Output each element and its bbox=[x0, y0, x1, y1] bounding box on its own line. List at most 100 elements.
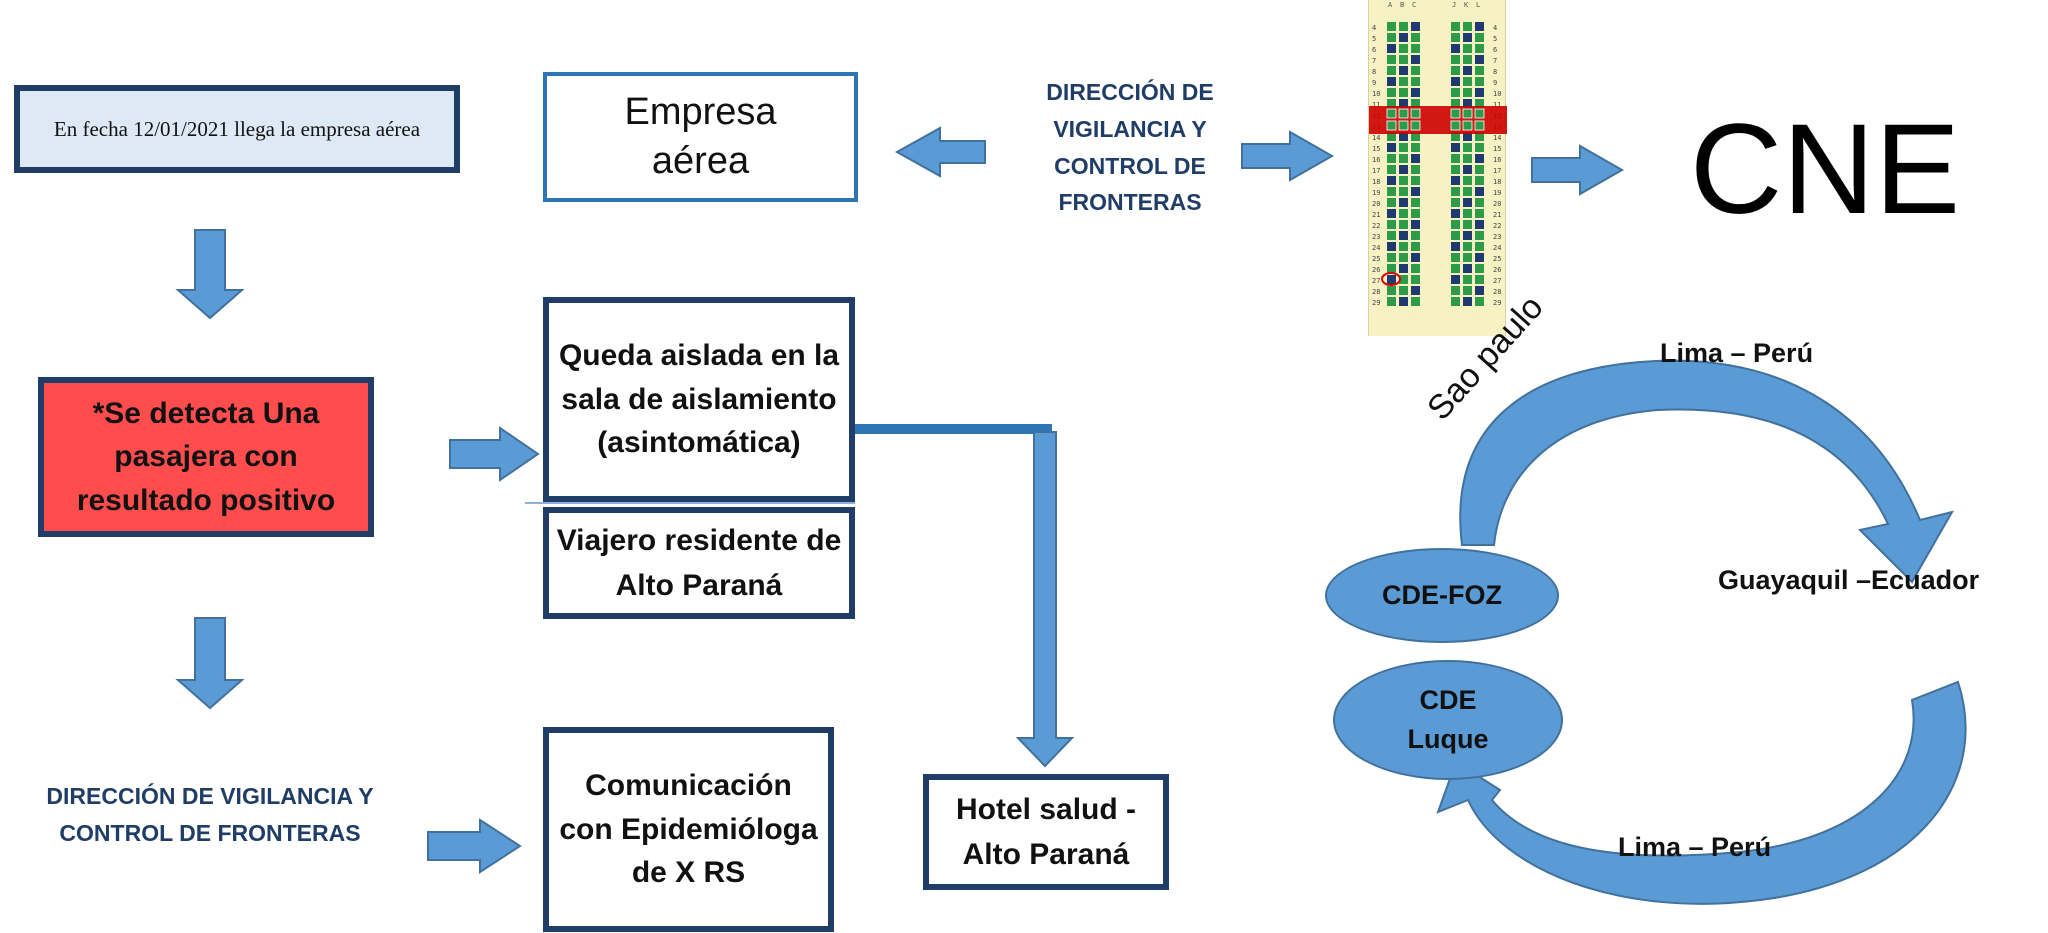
seat-row-number: 4 bbox=[1493, 24, 1497, 32]
seat bbox=[1398, 108, 1409, 119]
seat bbox=[1451, 99, 1460, 108]
seat-row-number: 18 bbox=[1493, 178, 1501, 186]
cde-luque-oval: CDE Luque bbox=[1333, 660, 1563, 780]
empresa-box: Empresa aérea bbox=[543, 72, 858, 202]
seat bbox=[1475, 231, 1484, 240]
seat bbox=[1451, 22, 1460, 31]
seat bbox=[1399, 77, 1408, 86]
seat bbox=[1411, 264, 1420, 273]
seat bbox=[1398, 120, 1409, 131]
seat bbox=[1411, 77, 1420, 86]
seat-row-number: 15 bbox=[1372, 145, 1380, 153]
seat bbox=[1399, 286, 1408, 295]
seat bbox=[1387, 22, 1396, 31]
seat bbox=[1399, 44, 1408, 53]
seat bbox=[1475, 77, 1484, 86]
seat bbox=[1411, 88, 1420, 97]
seat-row-number: 10 bbox=[1372, 90, 1380, 98]
seat-row-number: 16 bbox=[1372, 156, 1380, 164]
seat bbox=[1451, 275, 1460, 284]
intro-box: En fecha 12/01/2021 llega la empresa aér… bbox=[14, 85, 460, 173]
seat bbox=[1399, 66, 1408, 75]
seat bbox=[1387, 44, 1396, 53]
seat bbox=[1463, 132, 1472, 141]
seat bbox=[1475, 132, 1484, 141]
seat-row-number: 27 bbox=[1493, 277, 1501, 285]
seat bbox=[1387, 33, 1396, 42]
seat bbox=[1450, 120, 1461, 131]
seat-row-number: 6 bbox=[1372, 46, 1376, 54]
seat bbox=[1463, 264, 1472, 273]
seat bbox=[1387, 132, 1396, 141]
seat-row-number: 25 bbox=[1372, 255, 1380, 263]
seat bbox=[1411, 165, 1420, 174]
arrow-right-to-seatmap-icon bbox=[1241, 130, 1335, 182]
seat bbox=[1399, 242, 1408, 251]
seat bbox=[1475, 154, 1484, 163]
seat bbox=[1411, 154, 1420, 163]
seat bbox=[1399, 220, 1408, 229]
seat bbox=[1411, 220, 1420, 229]
seat bbox=[1451, 165, 1460, 174]
seat bbox=[1387, 55, 1396, 64]
seat bbox=[1399, 198, 1408, 207]
seat bbox=[1411, 198, 1420, 207]
seat bbox=[1387, 220, 1396, 229]
seat-row-number: 23 bbox=[1372, 233, 1380, 241]
positive-case-box: *Se detecta Una pasajera con resultado p… bbox=[38, 377, 374, 537]
seat bbox=[1387, 275, 1396, 284]
arrow-right-to-cne-icon bbox=[1531, 144, 1625, 196]
seat-row-number: 16 bbox=[1493, 156, 1501, 164]
seat bbox=[1399, 253, 1408, 262]
seat bbox=[1411, 44, 1420, 53]
seat bbox=[1475, 187, 1484, 196]
seat bbox=[1399, 143, 1408, 152]
seat bbox=[1387, 231, 1396, 240]
seat-row-number: 26 bbox=[1372, 266, 1380, 274]
dvcf-bottom-text: DIRECCIÓN DE VIGILANCIA Y CONTROL DE FRO… bbox=[46, 783, 374, 846]
seat-row-number: 20 bbox=[1493, 200, 1501, 208]
seat bbox=[1475, 198, 1484, 207]
hotel-box: Hotel salud - Alto Paraná bbox=[923, 774, 1169, 890]
seat-col-header: L bbox=[1476, 1, 1480, 9]
seat bbox=[1451, 44, 1460, 53]
seat-row-number: 22 bbox=[1372, 222, 1380, 230]
arrow-down-to-hotel-icon bbox=[1015, 431, 1075, 768]
seat-row-number: 5 bbox=[1493, 35, 1497, 43]
seat-map-graphic: ABCJKL4455667788991010111112121313141415… bbox=[1369, 1, 1507, 307]
seat-row-number: 19 bbox=[1372, 189, 1380, 197]
seat bbox=[1411, 22, 1420, 31]
seat-row-number: 7 bbox=[1493, 57, 1497, 65]
seat-col-header: A bbox=[1388, 1, 1393, 9]
seat bbox=[1399, 33, 1408, 42]
arrow-left-icon bbox=[894, 126, 986, 178]
seat bbox=[1475, 253, 1484, 262]
intro-text: En fecha 12/01/2021 llega la empresa aér… bbox=[53, 116, 421, 141]
seat bbox=[1399, 154, 1408, 163]
seat bbox=[1475, 297, 1484, 306]
seat bbox=[1411, 187, 1420, 196]
seat bbox=[1463, 33, 1472, 42]
seat-row-number: 23 bbox=[1493, 233, 1501, 241]
seat bbox=[1387, 286, 1396, 295]
seat-col-header: B bbox=[1400, 1, 1404, 9]
seat bbox=[1387, 66, 1396, 75]
seat bbox=[1451, 77, 1460, 86]
seat bbox=[1387, 176, 1396, 185]
seat-map: ABCJKL4455667788991010111112121313141415… bbox=[1368, 0, 1507, 336]
guayaquil-label: Guayaquil –Ecuador bbox=[1718, 565, 1980, 595]
seat bbox=[1463, 297, 1472, 306]
seat bbox=[1475, 275, 1484, 284]
arrow-right-to-communication-icon bbox=[427, 818, 522, 874]
seat-col-header: J bbox=[1452, 1, 1456, 9]
seat bbox=[1411, 99, 1420, 108]
seat bbox=[1387, 88, 1396, 97]
seat bbox=[1387, 154, 1396, 163]
seat-row-number: 24 bbox=[1493, 244, 1501, 252]
seat bbox=[1463, 231, 1472, 240]
seat bbox=[1450, 108, 1461, 119]
seat bbox=[1462, 108, 1473, 119]
seat bbox=[1451, 176, 1460, 185]
seat bbox=[1451, 286, 1460, 295]
seat-row-number: 15 bbox=[1493, 145, 1501, 153]
